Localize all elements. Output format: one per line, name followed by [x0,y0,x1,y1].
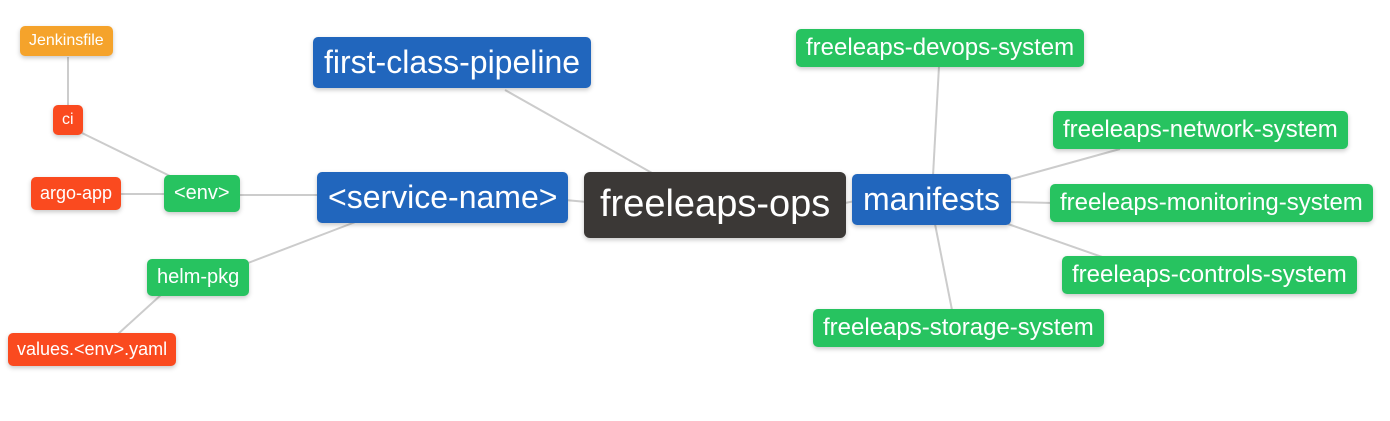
edge-manifests-monitoring-system [1007,201,1055,204]
node-env-label: <env> [174,182,230,204]
node-env[interactable]: <env> [164,175,240,212]
node-jenkinsfile[interactable]: Jenkinsfile [20,26,113,57]
node-values-env-yaml[interactable]: values.<env>.yaml [8,333,177,366]
node-freeleaps-network-system[interactable]: freeleaps-network-system [1053,111,1348,149]
node-freeleaps-ops-label: freeleaps-ops [600,183,831,225]
edge-manifests-controls-system [1007,223,1106,259]
node-ci[interactable]: ci [53,105,83,136]
node-freeleaps-devops-system-label: freeleaps-devops-system [806,34,1075,61]
node-first-class-pipeline[interactable]: first-class-pipeline [313,37,592,88]
node-service-name[interactable]: <service-name> [317,172,569,223]
edge-service-name-root [564,199,588,203]
node-freeleaps-monitoring-system-label: freeleaps-monitoring-system [1060,189,1363,216]
node-freeleaps-storage-system-label: freeleaps-storage-system [823,314,1094,341]
node-first-class-pipeline-label: first-class-pipeline [324,44,581,80]
node-ci-label: ci [62,111,74,128]
node-manifests-label: manifests [863,181,1000,217]
node-service-name-label: <service-name> [328,179,558,215]
node-manifests[interactable]: manifests [852,174,1011,225]
node-freeleaps-controls-system[interactable]: freeleaps-controls-system [1062,256,1357,294]
node-jenkinsfile-label: Jenkinsfile [29,32,104,49]
node-freeleaps-ops[interactable]: freeleaps-ops [584,172,847,238]
node-freeleaps-network-system-label: freeleaps-network-system [1063,116,1338,143]
edge-ci-env [81,132,173,178]
node-freeleaps-controls-system-label: freeleaps-controls-system [1072,261,1347,288]
edge-manifests-network-system [1007,148,1121,181]
edge-service-name-helm-pkg [247,220,359,264]
node-freeleaps-storage-system[interactable]: freeleaps-storage-system [813,309,1104,347]
node-helm-pkg[interactable]: helm-pkg [147,259,250,296]
node-freeleaps-devops-system[interactable]: freeleaps-devops-system [796,29,1085,67]
node-values-env-yaml-label: values.<env>.yaml [17,339,168,359]
node-argo-app[interactable]: argo-app [31,177,122,210]
node-freeleaps-monitoring-system[interactable]: freeleaps-monitoring-system [1050,184,1373,222]
edge-first-class-pipeline-root [504,89,653,174]
edge-manifests-storage-system [934,223,953,311]
edge-manifests-devops-system [932,65,940,177]
node-helm-pkg-label: helm-pkg [157,266,240,288]
node-argo-app-label: argo-app [40,183,113,203]
edge-helm-pkg-values [117,293,163,335]
